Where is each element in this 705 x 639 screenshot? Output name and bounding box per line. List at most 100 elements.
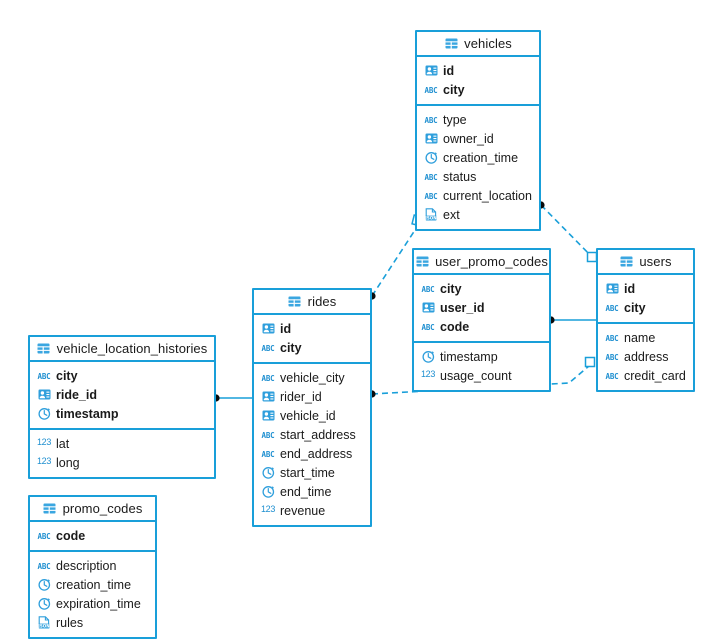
- entity-header: vehicles: [417, 32, 539, 57]
- field-row[interactable]: JSON ext: [417, 205, 539, 224]
- field-row[interactable]: ABC city: [417, 80, 539, 99]
- field-row[interactable]: ABC code: [30, 526, 155, 545]
- field-row[interactable]: 123 usage_count: [414, 366, 549, 385]
- entity-users[interactable]: users id ABC city: [596, 248, 695, 392]
- number-icon: 123: [36, 456, 52, 466]
- entity-vehicle_location_histories[interactable]: vehicle_location_histories ABC city: [28, 335, 216, 479]
- clock-icon: [261, 466, 275, 480]
- field-name: description: [56, 558, 117, 573]
- abc-icon: ABC: [37, 561, 51, 571]
- table-icon: [37, 342, 51, 356]
- field-row[interactable]: ABC description: [30, 556, 155, 575]
- field-row[interactable]: 123 lat: [30, 434, 214, 453]
- field-row[interactable]: ABC type: [417, 110, 539, 129]
- field-row[interactable]: ABC address: [598, 347, 693, 366]
- svg-text:JSON: JSON: [425, 215, 437, 220]
- field-name: usage_count: [440, 368, 512, 383]
- field-row[interactable]: timestamp: [414, 347, 549, 366]
- field-row[interactable]: ABC city: [414, 279, 549, 298]
- field-name: city: [443, 82, 465, 97]
- svg-text:JSON: JSON: [38, 623, 50, 628]
- regular-fields: ABC vehicle_city rider_id: [254, 364, 370, 525]
- field-row[interactable]: ABC code: [414, 317, 549, 336]
- field-row[interactable]: creation_time: [417, 148, 539, 167]
- field-row[interactable]: ABC end_address: [254, 444, 370, 463]
- field-row[interactable]: 123 long: [30, 453, 214, 472]
- field-row[interactable]: id: [417, 61, 539, 80]
- abc-icon: ABC: [424, 191, 438, 201]
- entity-promo_codes[interactable]: promo_codes ABC code ABC description: [28, 495, 157, 639]
- field-name: start_time: [280, 465, 335, 480]
- field-row[interactable]: id: [598, 279, 693, 298]
- abc-icon: ABC: [261, 373, 275, 383]
- primary-key-fields: id ABC city: [417, 57, 539, 106]
- entity-title: users: [639, 254, 672, 269]
- primary-key-fields: ABC city user_id ABC c: [414, 275, 549, 343]
- field-row[interactable]: ABC start_address: [254, 425, 370, 444]
- field-row[interactable]: ABC name: [598, 328, 693, 347]
- field-row[interactable]: user_id: [414, 298, 549, 317]
- field-name: id: [443, 63, 455, 78]
- key-card-icon: [37, 388, 51, 402]
- abc-icon: ABC: [261, 430, 275, 440]
- field-name: id: [280, 321, 292, 336]
- key-card-icon: [421, 301, 435, 315]
- field-row[interactable]: ABC city: [598, 298, 693, 317]
- field-row[interactable]: rider_id: [254, 387, 370, 406]
- edge-user_promo_codes-to-users[interactable]: [547, 316, 596, 324]
- entity-header: promo_codes: [30, 497, 155, 522]
- table-icon: [444, 37, 458, 51]
- abc-icon: ABC: [37, 371, 51, 381]
- field-row[interactable]: ABC city: [254, 338, 370, 357]
- abc-icon: ABC: [424, 115, 438, 125]
- entity-title: vehicles: [464, 36, 512, 51]
- primary-key-fields: id ABC city: [598, 275, 693, 324]
- number-icon: 123: [260, 504, 276, 514]
- field-row[interactable]: 123 revenue: [254, 501, 370, 520]
- field-name: credit_card: [624, 368, 686, 383]
- key-card-icon: [605, 282, 619, 296]
- edge-target-square: [584, 356, 596, 368]
- clock-icon: [37, 597, 51, 611]
- entity-vehicles[interactable]: vehicles id ABC city: [415, 30, 541, 231]
- field-name: owner_id: [443, 131, 494, 146]
- entity-rides[interactable]: rides id ABC city: [252, 288, 372, 527]
- field-row[interactable]: timestamp: [30, 404, 214, 423]
- field-name: expiration_time: [56, 596, 141, 611]
- regular-fields: 123 lat 123 long: [30, 430, 214, 477]
- field-name: code: [56, 528, 86, 543]
- field-row[interactable]: vehicle_id: [254, 406, 370, 425]
- field-row[interactable]: ABC credit_card: [598, 366, 693, 385]
- entity-title: promo_codes: [62, 501, 143, 516]
- abc-icon: ABC: [605, 352, 619, 362]
- field-row[interactable]: ABC city: [30, 366, 214, 385]
- field-row[interactable]: JSON rules: [30, 613, 155, 632]
- field-row[interactable]: owner_id: [417, 129, 539, 148]
- edge-vehicle_location_histories-to-rides[interactable]: [212, 394, 252, 402]
- field-name: id: [624, 281, 636, 296]
- abc-icon: ABC: [424, 172, 438, 182]
- field-row[interactable]: start_time: [254, 463, 370, 482]
- regular-fields: timestamp 123 usage_count: [414, 343, 549, 390]
- field-row[interactable]: id: [254, 319, 370, 338]
- field-name: rules: [56, 615, 84, 630]
- clock-icon: [37, 407, 51, 421]
- abc-icon: ABC: [261, 449, 275, 459]
- field-row[interactable]: expiration_time: [30, 594, 155, 613]
- field-row[interactable]: ABC vehicle_city: [254, 368, 370, 387]
- field-name: vehicle_id: [280, 408, 336, 423]
- field-name: user_id: [440, 300, 485, 315]
- field-name: creation_time: [56, 577, 132, 592]
- field-row[interactable]: ABC current_location: [417, 186, 539, 205]
- clock-icon: [424, 151, 438, 165]
- field-name: city: [440, 281, 462, 296]
- field-row[interactable]: creation_time: [30, 575, 155, 594]
- field-row[interactable]: ride_id: [30, 385, 214, 404]
- field-row[interactable]: ABC status: [417, 167, 539, 186]
- field-name: end_address: [280, 446, 353, 461]
- abc-icon: ABC: [261, 343, 275, 353]
- number-icon: 123: [420, 369, 436, 379]
- field-row[interactable]: end_time: [254, 482, 370, 501]
- entity-user_promo_codes[interactable]: user_promo_codes ABC city u: [412, 248, 551, 392]
